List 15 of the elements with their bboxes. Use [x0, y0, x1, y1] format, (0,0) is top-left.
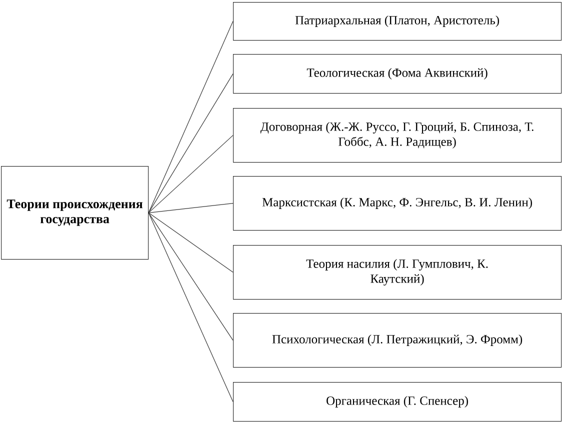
theory-box: Психологическая (Л. Петражицкий, Э. Фромм)	[233, 313, 562, 368]
theory-box: Марксистская (К. Маркс, Ф. Энгельс, В. И. Ленин)	[233, 176, 562, 231]
theory-box: Договорная (Ж.-Ж. Руссо, Г. Гроций, Б. Спиноза, Т. Гоббс, А. Н. Радищев)	[233, 108, 562, 163]
theory-box: Патриархальная (Платон, Аристотель)	[233, 2, 562, 41]
theory-box: Теория насилия (Л. Гумплович, К. Каутский)	[233, 245, 562, 300]
connector-line	[148, 21, 234, 214]
theory-box: Органическая (Г. Спенсер)	[233, 382, 562, 422]
connector-line	[148, 212, 234, 273]
connector-line	[148, 212, 234, 341]
theory-box: Теории происхождения государства	[1, 166, 149, 260]
theory-box: Теологическая (Фома Аквинский)	[233, 54, 562, 94]
connector-line	[148, 74, 234, 214]
connector-line	[148, 203, 234, 214]
connector-line	[148, 212, 234, 402]
connector-line	[148, 135, 234, 214]
